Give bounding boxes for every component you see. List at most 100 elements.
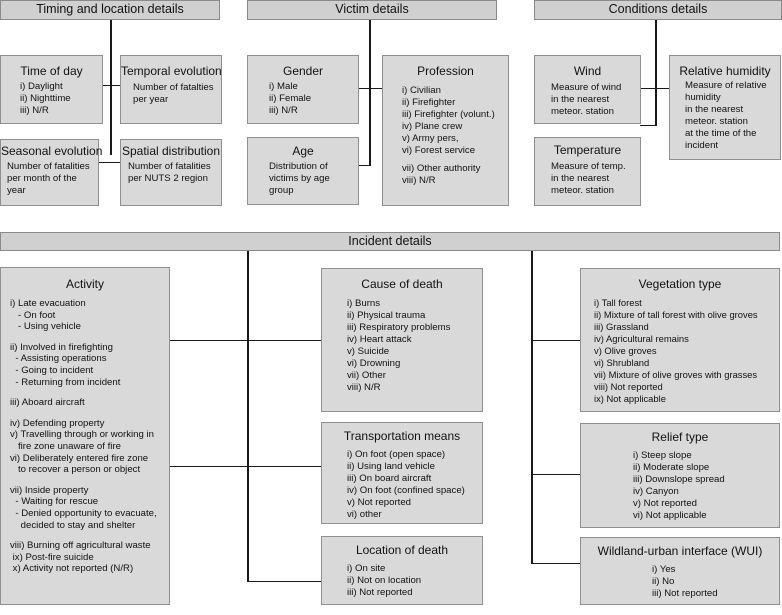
list-item: i) On site: [347, 563, 386, 574]
text-line: humidity: [685, 92, 721, 103]
list-item: viii) Burning off agricultural waste: [10, 540, 151, 552]
list-item: vii) Other authority: [402, 163, 481, 174]
list-item: i) Civilian: [402, 85, 441, 96]
list-item: iii) Not reported: [347, 587, 413, 598]
cause-of-death-title: Cause of death: [361, 277, 443, 291]
list-item: ii) Firefighter: [402, 97, 456, 108]
list-item: decided to stay and shelter: [10, 519, 136, 531]
list-item: ix) Post-fire suicide: [10, 551, 94, 563]
text-line: Number of fatalities: [7, 161, 90, 172]
profession-title: Profession: [417, 64, 474, 78]
list-item: v) Suicide: [347, 346, 390, 357]
list-item: ii) Nighttime: [20, 93, 71, 104]
list-item: x) Activity not reported (N/R): [10, 563, 134, 575]
list-item: iii) N/R: [20, 105, 49, 116]
relief-type-list: i) Steep slope ii) Moderate slope iii) D…: [633, 450, 779, 522]
gender-list: i) Male ii) Female iii) N/R: [269, 81, 358, 117]
list-item: ii) Using land vehicle: [347, 461, 435, 472]
list-item: viii) N/R: [402, 175, 436, 186]
list-item: iv) On foot (confined space): [347, 485, 465, 496]
incident-details-header: Incident details: [0, 232, 780, 251]
relative-humidity-box: Relative humidity Measure of relative hu…: [669, 55, 781, 160]
temperature-title: Temperature: [553, 143, 622, 157]
seasonal-evolution-desc: Number of fatalities per month of the ye…: [7, 161, 98, 197]
list-item: i) Male: [269, 81, 298, 92]
list-item: iii) Firefighter (volunt.): [402, 109, 495, 120]
relative-humidity-desc: Measure of relative humidity in the near…: [685, 80, 780, 152]
list-item: v) Not reported: [347, 497, 411, 508]
transportation-means-box: Transportation means i) On foot (open sp…: [321, 422, 483, 524]
list-item: v) Travelling through or working in: [10, 429, 154, 441]
list-item: iii) Not reported: [652, 588, 718, 599]
list-item: i) Tall forest: [594, 297, 642, 308]
profession-list: i) Civilian ii) Firefighter iii) Firefig…: [402, 85, 508, 187]
list-item: - On foot: [10, 309, 56, 321]
text-line: Number of fatalities: [128, 161, 211, 172]
list-item: iv) Plane crew: [402, 121, 463, 132]
text-line: in the nearest: [551, 94, 610, 105]
wind-desc: Measure of wind in the nearest meteor. s…: [551, 82, 640, 118]
location-of-death-title: Location of death: [355, 543, 449, 557]
text-line: in the nearest: [685, 104, 744, 115]
list-item: fire zone unaware of fire: [10, 440, 121, 452]
list-item: iv) Agricultural remains: [594, 333, 689, 344]
list-item: ii) Involved in firefighting: [10, 341, 113, 353]
list-item: i) Burns: [347, 298, 381, 309]
text-line: Distribution of: [269, 161, 328, 172]
list-item: iii) Respiratory problems: [347, 322, 451, 333]
list-item: ix) Not applicable: [594, 393, 666, 404]
time-of-day-title: Time of day: [20, 64, 83, 78]
list-item: ii) Not on location: [347, 575, 422, 586]
list-item: i) Daylight: [20, 81, 63, 92]
list-item: - Denied opportunity to evacuate,: [10, 507, 157, 519]
list-item: i) Late evacuation: [10, 298, 86, 309]
vegetation-type-title: Vegetation type: [638, 277, 722, 291]
age-box: Age Distribution of victims by age group: [247, 137, 359, 205]
location-of-death-box: Location of death i) On site ii) Not on …: [321, 536, 483, 605]
text-line: meteor. station: [551, 185, 614, 196]
temporal-evolution-box: Temporal evolution Number of fatalties p…: [120, 55, 222, 124]
list-item: - Returning from incident: [10, 376, 121, 388]
age-title: Age: [292, 144, 314, 158]
list-item: iv) Heart attack: [347, 334, 412, 345]
cause-of-death-list: i) Burns ii) Physical trauma iii) Respir…: [347, 298, 482, 394]
text-line: group: [269, 185, 294, 196]
location-of-death-list: i) On site ii) Not on location iii) Not …: [347, 563, 482, 599]
text-line: meteor. station: [551, 106, 614, 117]
list-item: v) Not reported: [633, 498, 697, 509]
list-item: - Waiting for rescue: [10, 496, 99, 508]
list-item: i) Yes: [652, 564, 676, 575]
activity-list: i) Late evacuation - On foot - Using veh…: [10, 298, 169, 575]
list-item: vii) Mixture of olive groves with grasse…: [594, 369, 758, 380]
text-line: at the time of the: [685, 128, 757, 139]
victim-details-header: Victim details: [247, 0, 497, 20]
list-item: iii) Aboard aircraft: [10, 397, 85, 409]
list-item: iv) Canyon: [633, 486, 679, 497]
spatial-distribution-box: Spatial distribution Number of fatalitie…: [120, 139, 222, 206]
vegetation-type-list: i) Tall forest ii) Mixture of tall fores…: [594, 297, 779, 405]
time-of-day-box: Time of day i) Daylight ii) Nighttime ii…: [0, 55, 103, 124]
text-line: meteor. station: [685, 116, 748, 127]
list-item: ii) Female: [269, 93, 312, 104]
list-item: v) Olive groves: [594, 345, 657, 356]
text-line: year: [7, 185, 26, 196]
list-item: vi) other: [347, 509, 382, 520]
text-line: Measure of wind: [551, 82, 622, 93]
list-item: iii) On board aircraft: [347, 473, 432, 484]
wui-box: Wildland-urban interface (WUI) i) Yes ii…: [580, 537, 780, 605]
list-item: vi) Forest service: [402, 145, 476, 156]
relative-humidity-title: Relative humidity: [679, 64, 771, 78]
list-item: v) Army pers,: [402, 133, 459, 144]
age-desc: Distribution of victims by age group: [269, 161, 358, 197]
gender-title: Gender: [282, 64, 324, 78]
transportation-means-list: i) On foot (open space) ii) Using land v…: [347, 449, 482, 521]
list-item: viii) N/R: [347, 382, 381, 393]
list-item: i) Steep slope: [633, 450, 692, 461]
seasonal-evolution-box: Seasonal evolution Number of fatalities …: [0, 139, 102, 206]
wui-title: Wildland-urban interface (WUI): [597, 544, 763, 558]
conditions-details-header: Conditions details: [534, 0, 782, 20]
list-item: - Assisting operations: [10, 353, 107, 365]
text-line: per NUTS 2 region: [128, 173, 208, 184]
activity-box: Activity i) Late evacuation - On foot - …: [0, 267, 170, 605]
list-item: ii) No: [652, 576, 675, 587]
